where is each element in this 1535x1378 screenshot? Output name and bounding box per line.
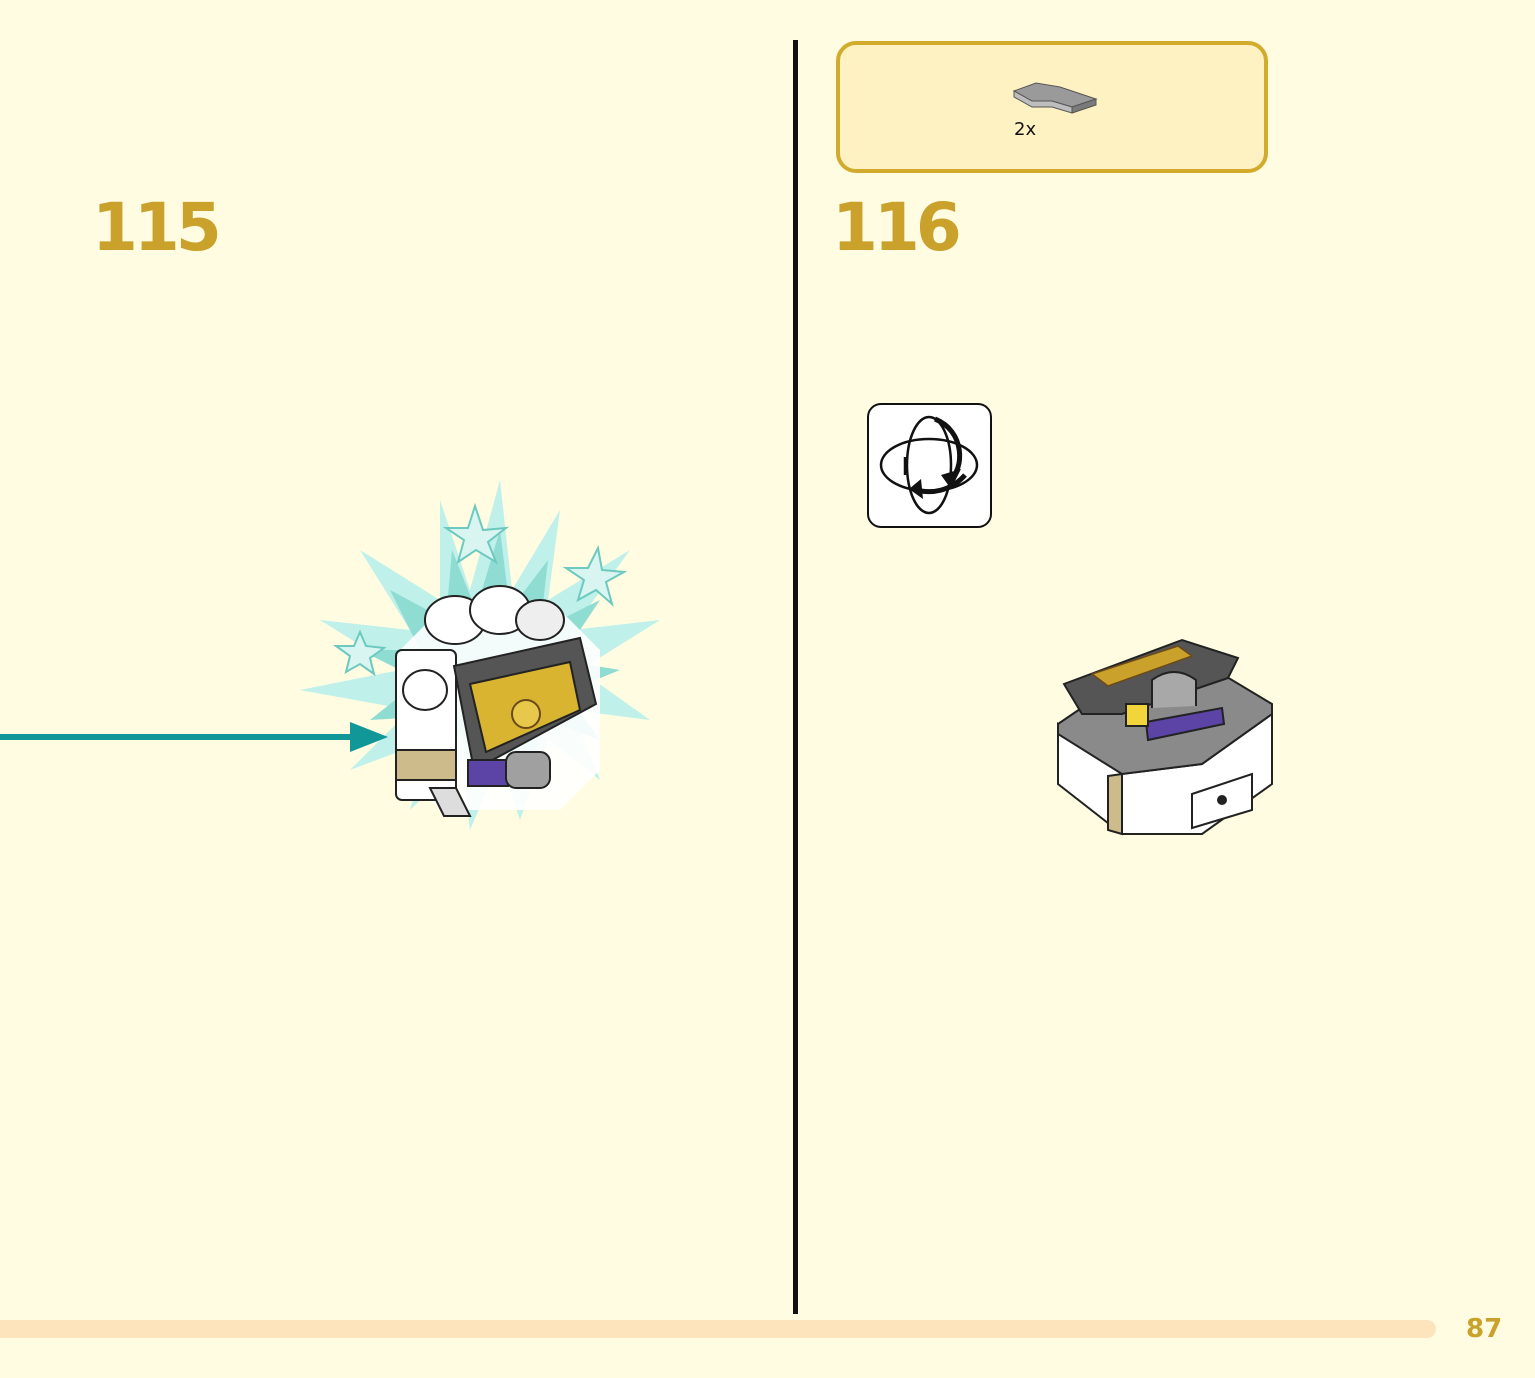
rotate-model-icon bbox=[867, 403, 992, 528]
page-number: 87 bbox=[1466, 1314, 1503, 1344]
step-number-115: 115 bbox=[92, 189, 222, 266]
parts-callout-box: 2x bbox=[836, 41, 1268, 173]
stage-base-illustration bbox=[1057, 638, 1273, 836]
page-divider bbox=[793, 40, 798, 1314]
star-icon bbox=[332, 502, 628, 677]
chest-assembly-sparkle-illustration bbox=[395, 585, 598, 817]
teal-arrow-icon bbox=[0, 722, 388, 752]
step-115-illustration bbox=[0, 480, 660, 830]
footer-bar bbox=[0, 1320, 1436, 1338]
grey-corner-tile-icon bbox=[1012, 82, 1098, 114]
part-quantity: 2x bbox=[1014, 119, 1037, 140]
step-number-116: 116 bbox=[832, 189, 962, 266]
